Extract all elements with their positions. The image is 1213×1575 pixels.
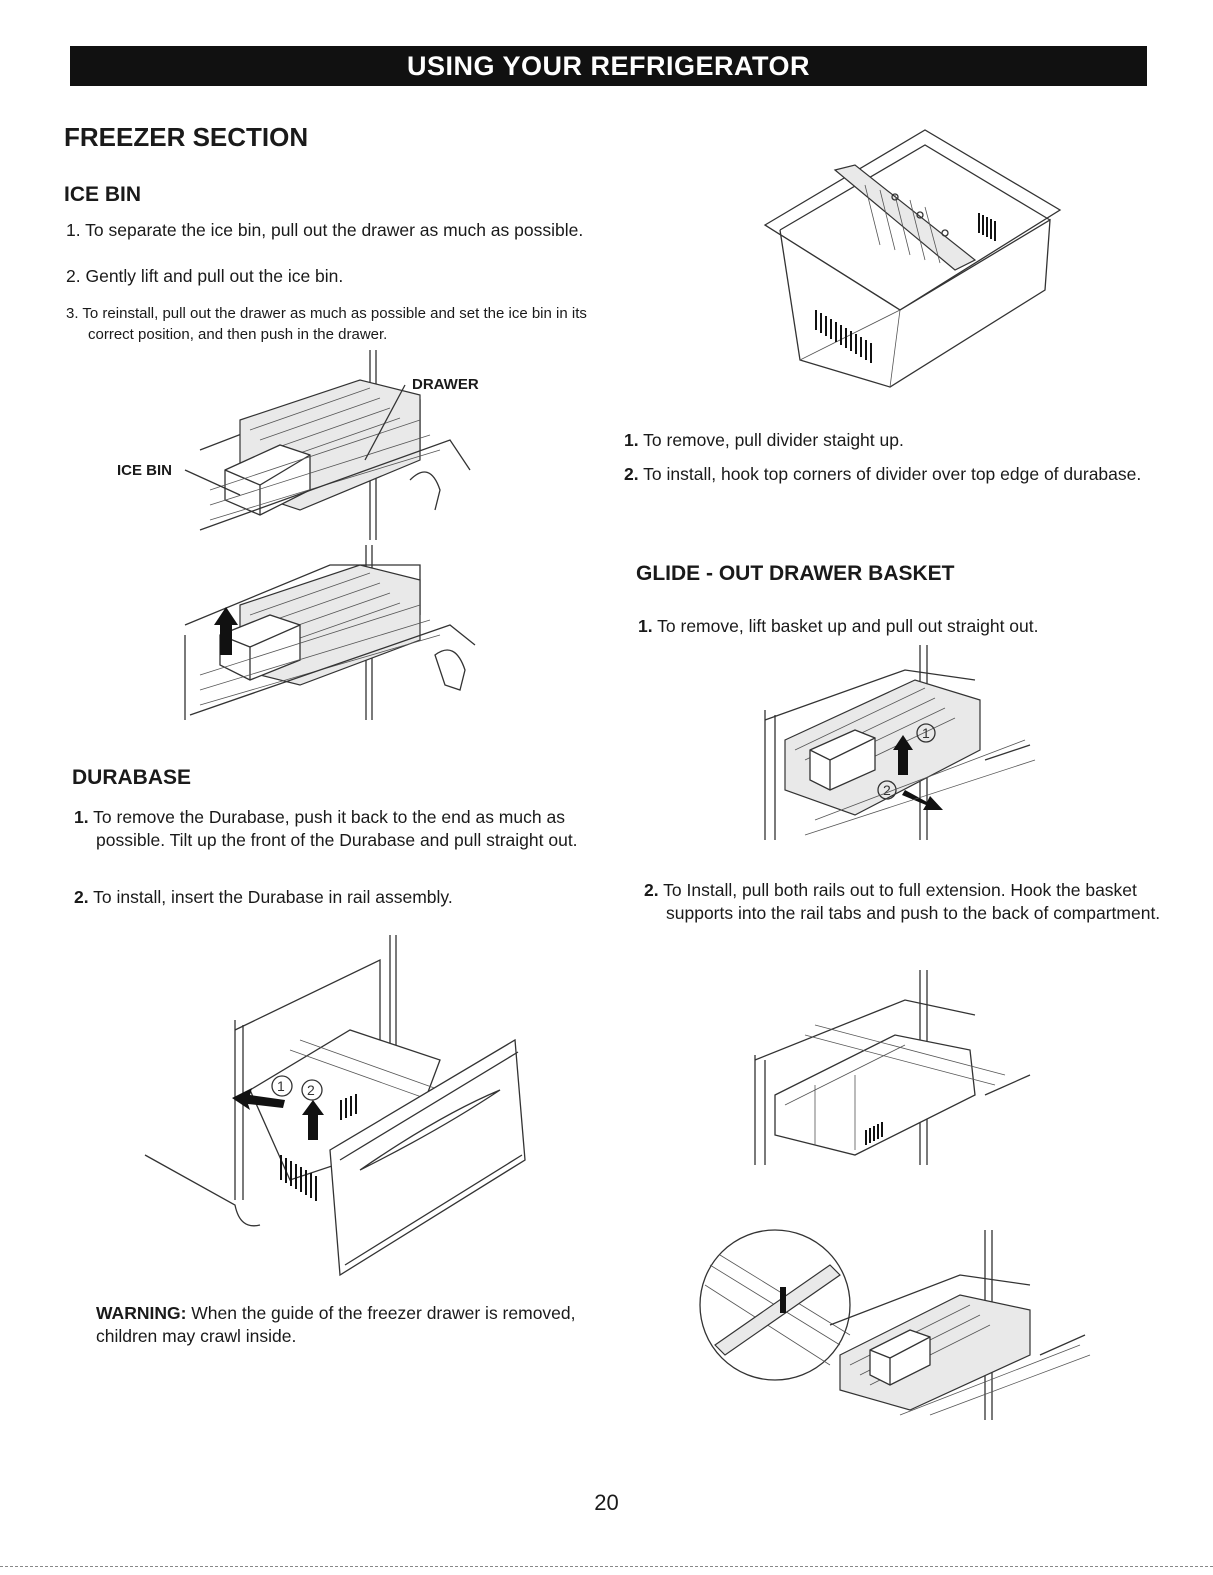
glide-out-heading: GLIDE - OUT DRAWER BASKET [636,562,955,585]
section-title: FREEZER SECTION [64,122,309,152]
step-text: To remove, lift basket up and pull out s… [657,616,1039,636]
callout-2: 2 [307,1082,315,1098]
step-number: 1. [66,220,81,240]
warning-note: WARNING: When the guide of the freezer d… [96,1302,596,1348]
divider-step-1: 1. To remove, pull divider staight up. [624,429,1176,452]
step-text: To remove the Durabase, push it back to … [93,807,578,850]
step-text: To install, insert the Durabase in rail … [93,887,453,907]
durabase-step-1: 1. To remove the Durabase, push it back … [74,806,616,852]
ice-bin-lift-illustration [184,545,476,720]
ice-bin-step-3: 3. To reinstall, pull out the drawer as … [66,303,618,345]
glide-out-step-2: 2. To Install, pull both rails out to fu… [644,879,1186,925]
step-number: 2. [624,464,639,484]
callout-1: 1 [922,725,930,741]
step-text: To remove, pull divider staight up. [643,430,904,450]
step-text: Gently lift and pull out the ice bin. [85,266,344,286]
footer-rule [0,1566,1213,1567]
callout-1: 1 [277,1078,285,1094]
step-number: 1. [624,430,639,450]
durabase-heading: DURABASE [72,766,192,789]
step-text: To separate the ice bin, pull out the dr… [85,220,584,240]
rail-hook-detail-illustration [699,1229,1091,1420]
glide-out-remove-illustration: 1 2 [764,645,1036,840]
durabase-illustration: 1 2 [144,935,526,1277]
divider-step-2: 2. To install, hook top corners of divid… [624,463,1176,486]
page-number: 20 [594,1490,619,1515]
page-banner: USING YOUR REFRIGERATOR [70,46,1147,86]
ice-bin-step-1: 1. To separate the ice bin, pull out the… [66,219,608,242]
glide-out-install-illustration [754,970,1031,1165]
step-number: 2. [74,887,89,907]
glide-out-step-1: 1. To remove, lift basket up and pull ou… [638,615,1180,638]
drawer-label: DRAWER [412,376,479,393]
step-number: 1. [638,616,653,636]
ice-bin-step-2: 2. Gently lift and pull out the ice bin. [66,265,608,288]
step-number: 2. [66,266,81,286]
step-number: 3. [66,305,79,322]
step-text: To install, hook top corners of divider … [643,464,1142,484]
step-text: To Install, pull both rails out to full … [663,880,1161,923]
ice-bin-label: ICE BIN [117,462,173,479]
step-text: To reinstall, pull out the drawer as muc… [82,305,587,343]
ice-bin-in-drawer-illustration [184,350,471,540]
step-number: 1. [74,807,89,827]
ice-bin-divider-illustration [763,129,1062,388]
callout-2: 2 [883,782,891,798]
ice-bin-heading: ICE BIN [64,183,142,206]
warning-label: WARNING: [96,1303,187,1323]
step-number: 2. [644,880,659,900]
warning-text: When the guide of the freezer drawer is … [96,1303,576,1346]
durabase-step-2: 2. To install, insert the Durabase in ra… [74,886,616,909]
